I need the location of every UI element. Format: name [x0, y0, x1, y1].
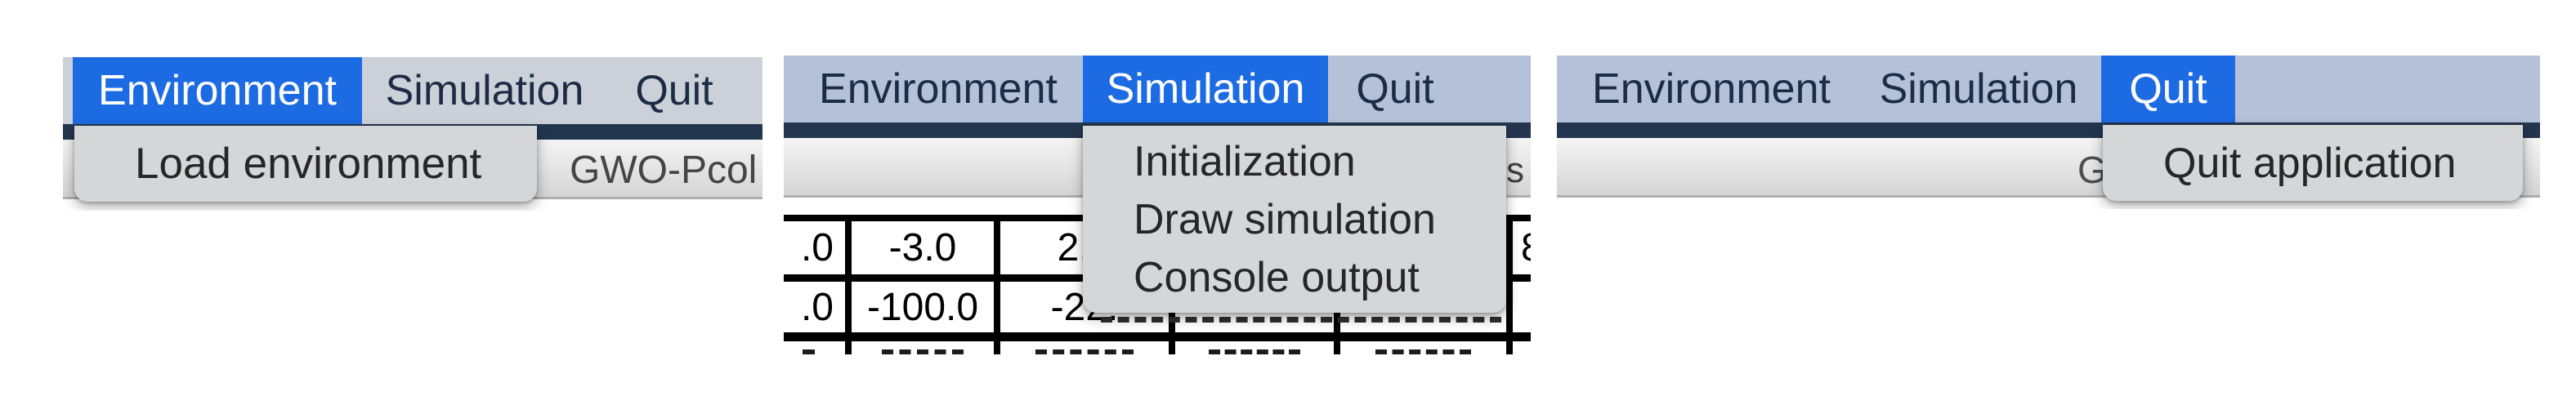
tab-gwo-pcol[interactable]: GWO-Pcol	[570, 149, 758, 192]
table-cell: .0	[784, 282, 852, 332]
menubar: Environment Simulation Quit	[784, 56, 1531, 122]
menu-quit[interactable]: Quit	[635, 67, 713, 114]
menu-environment[interactable]: Environment	[1592, 65, 1831, 113]
table-cell	[1175, 341, 1340, 354]
menu-item-quit-application[interactable]: Quit application	[2163, 139, 2457, 187]
table-cell	[852, 341, 1000, 354]
menu-item-load-environment[interactable]: Load environment	[135, 140, 482, 188]
table-cell: -3.0	[852, 221, 1000, 274]
menubar: Environment Simulation Quit	[1557, 56, 2540, 122]
quit-dropdown: Quit application	[2103, 125, 2523, 201]
menu-item-initialization[interactable]: Initialization	[1134, 137, 1356, 185]
tab-label-partial[interactable]: G	[2077, 149, 2107, 191]
table-cell: .0	[784, 221, 852, 274]
menu-simulation[interactable]: Simulation	[1083, 56, 1328, 122]
panel-environment-menu-open: Environment Simulation Quit GWO-Pcol Loa…	[63, 57, 763, 211]
panel-simulation-menu-open: Environment Simulation Quit s .0 -3.0 2.…	[784, 56, 1531, 354]
table-cell: 8	[1513, 221, 1531, 274]
table-cell	[1000, 341, 1175, 354]
table-cell	[1340, 341, 1513, 354]
menu-simulation[interactable]: Simulation	[385, 67, 584, 114]
panel-quit-menu-open: Environment Simulation Quit G Quit appli…	[1557, 56, 2540, 209]
table-cell	[784, 341, 852, 354]
menu-environment[interactable]: Environment	[819, 65, 1058, 113]
table-cell	[1513, 282, 1531, 332]
environment-dropdown: Load environment	[74, 126, 537, 202]
table-cell	[1513, 341, 1531, 354]
covered-row-text-fragment	[1101, 317, 1501, 323]
menu-quit[interactable]: Quit	[2101, 56, 2235, 122]
table-cell: -100.0	[852, 282, 1000, 332]
menubar: Environment Simulation Quit	[63, 57, 763, 124]
menu-environment[interactable]: Environment	[73, 57, 362, 124]
tab-label-partial[interactable]: s	[1506, 150, 1524, 190]
menu-item-console-output[interactable]: Console output	[1134, 253, 1420, 301]
menu-simulation[interactable]: Simulation	[1879, 65, 2078, 113]
simulation-dropdown: Initialization Draw simulation Console o…	[1083, 126, 1506, 313]
menu-item-draw-simulation[interactable]: Draw simulation	[1134, 195, 1436, 243]
table-row-clipped	[784, 341, 1531, 354]
menu-quit[interactable]: Quit	[1356, 65, 1434, 113]
